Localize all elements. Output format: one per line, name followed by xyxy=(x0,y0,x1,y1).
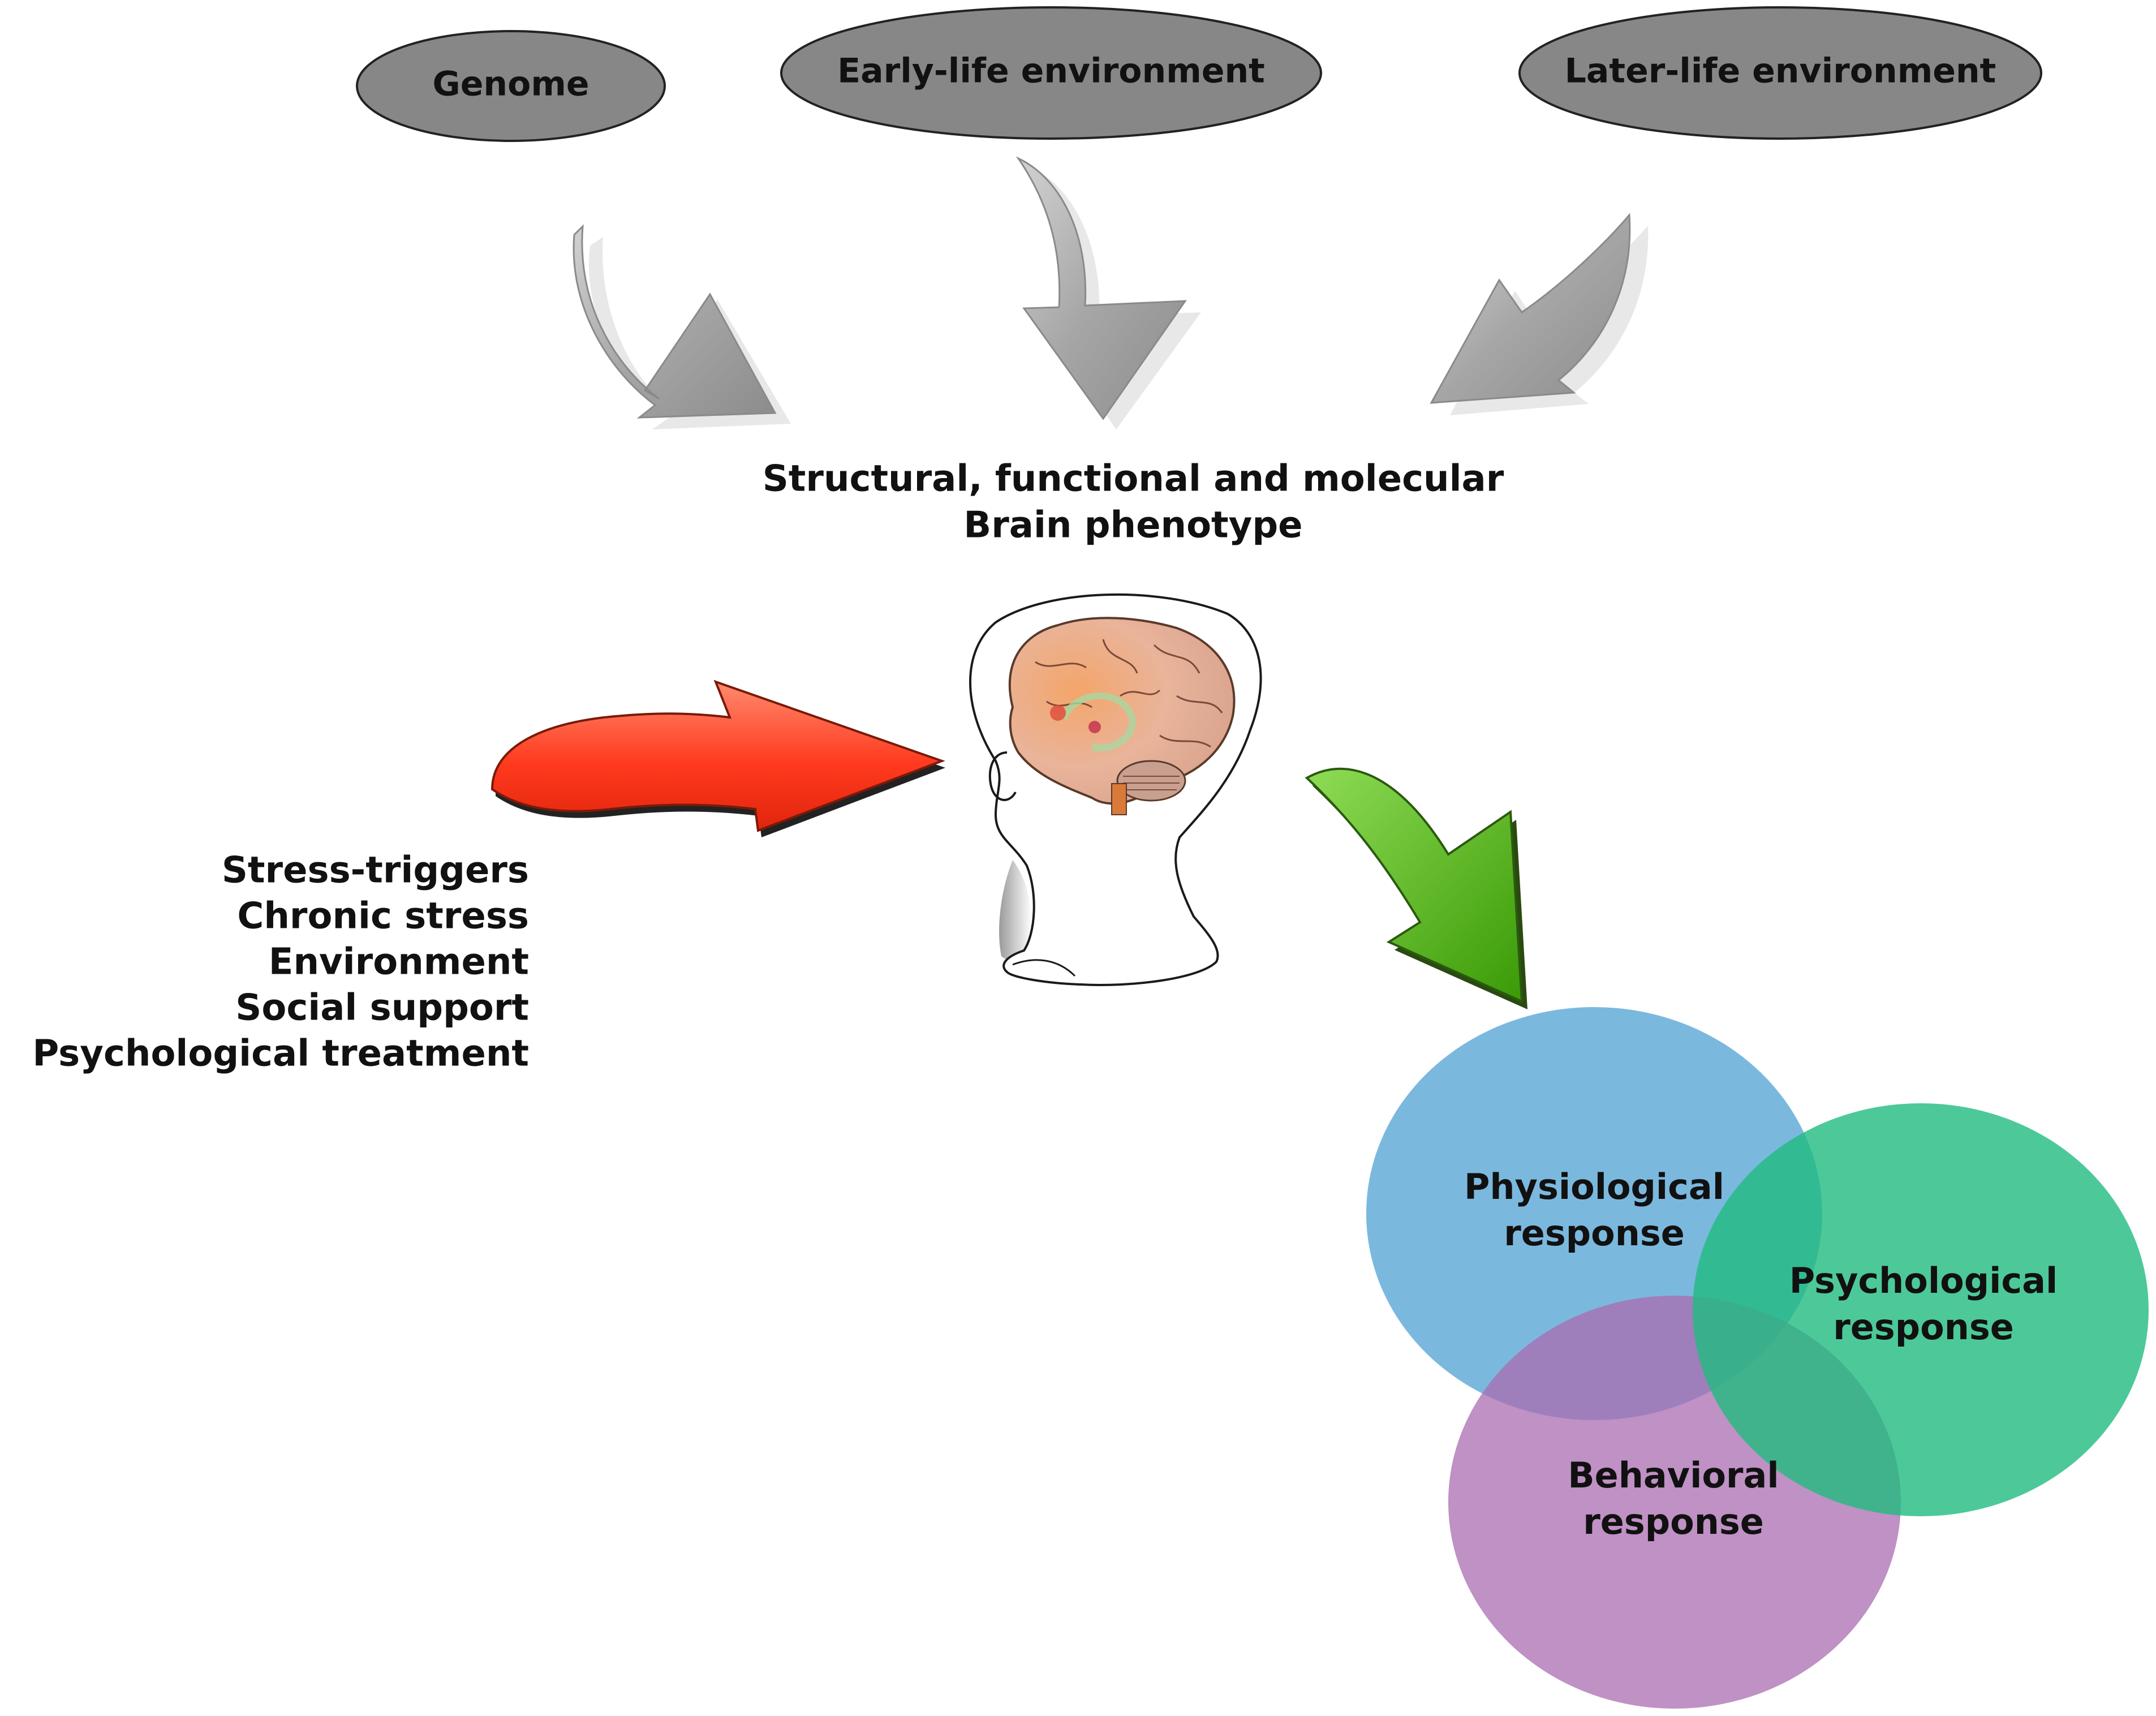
modulators-list: Stress-triggers Chronic stress Environme… xyxy=(32,850,529,1075)
modulator-item: Psychological treatment xyxy=(32,1033,529,1075)
responses-venn: Physiological response Psychological res… xyxy=(1366,1007,2149,1709)
genome-node: Genome xyxy=(356,30,666,142)
phenotype-line-1: Structural, functional and molecular xyxy=(763,458,1504,500)
phenotype-line-2: Brain phenotype xyxy=(963,505,1302,547)
modulator-item: Social support xyxy=(235,987,529,1029)
modulator-item: Chronic stress xyxy=(237,896,529,937)
later-life-label: Later-life environment xyxy=(1565,51,1996,91)
modulator-item: Stress-triggers xyxy=(222,850,529,892)
behavioral-label-2: response xyxy=(1583,1501,1764,1542)
behavioral-label-1: Behavioral xyxy=(1568,1455,1779,1496)
later-life-ellipse xyxy=(1518,6,2042,140)
physiological-label-1: Physiological xyxy=(1464,1166,1724,1207)
genome-label: Genome xyxy=(432,64,589,104)
modulators-arrow xyxy=(490,679,945,837)
psychological-circle xyxy=(1693,1103,2149,1516)
modulator-item: Environment xyxy=(269,941,529,983)
genome-ellipse xyxy=(356,30,666,142)
response-arrow xyxy=(1305,767,1527,1009)
physiological-label-2: response xyxy=(1504,1212,1685,1254)
head-brain-illustration xyxy=(969,593,1262,986)
later-life-arrow xyxy=(1430,213,1649,415)
later-life-node: Later-life environment xyxy=(1518,6,2042,140)
genome-arrow xyxy=(573,224,791,429)
early-life-node: Early-life environment xyxy=(780,6,1322,140)
early-life-label: Early-life environment xyxy=(837,51,1265,91)
psychological-label-2: response xyxy=(1833,1306,2014,1348)
early-life-arrow xyxy=(1015,156,1201,429)
early-life-ellipse xyxy=(780,6,1322,140)
psychological-label-1: Psychological xyxy=(1789,1260,2058,1301)
